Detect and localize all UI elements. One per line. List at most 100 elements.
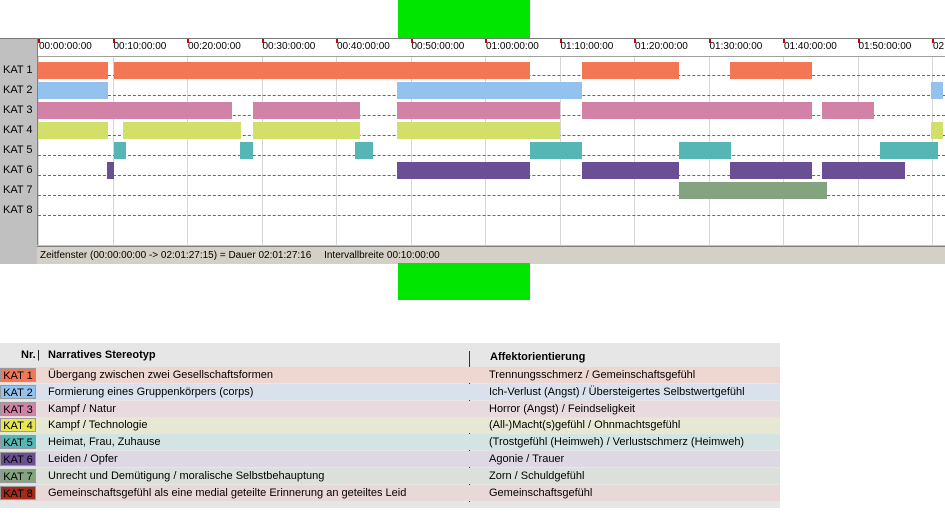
legend-header-separator: | — [37, 349, 40, 361]
category-row-line — [38, 215, 945, 216]
category-label: KAT 7 — [3, 184, 33, 196]
grid-line — [783, 57, 784, 245]
timeline-segment[interactable] — [679, 182, 828, 199]
legend-affekt: Ich-Verlust (Angst) / Übersteigertes Sel… — [489, 385, 745, 398]
status-bar: Zeitfenster (00:00:00:00 -> 02:01:27:15)… — [37, 246, 945, 264]
green-marker-top — [398, 0, 530, 38]
timeline-segment[interactable] — [123, 122, 241, 139]
category-badge: KAT 2 — [0, 384, 36, 399]
legend-row: KAT 1 Übergang zwischen zwei Gesellschaft… — [0, 367, 780, 383]
category-badge: KAT 1 — [0, 368, 36, 382]
timeline-segment[interactable] — [397, 162, 531, 179]
tick-mark — [559, 39, 562, 43]
legend-stereotyp: Heimat, Frau, Zuhause — [48, 436, 161, 449]
tick-label: 02 — [933, 41, 945, 52]
category-label: KAT 3 — [3, 104, 33, 116]
legend-affekt: (Trostgefühl (Heimweh) / Verlustschmerz … — [489, 436, 745, 449]
legend-header-nr: Nr. — [21, 349, 36, 361]
timeline-segment[interactable] — [397, 102, 561, 119]
tick-label: 00:00:00:00 — [39, 41, 92, 52]
timeline-segment[interactable] — [397, 82, 583, 99]
timeline-segment[interactable] — [239, 142, 254, 159]
timeline-segment[interactable] — [38, 82, 109, 99]
timeline-segment[interactable] — [582, 102, 813, 119]
legend-affekt: Agonie / Trauer — [489, 453, 565, 465]
timeline-segment[interactable] — [530, 142, 583, 159]
category-badge: KAT 5 — [0, 435, 36, 450]
category-badge: KAT 6 — [0, 452, 36, 466]
legend-affekt: Zorn / Schuldgefühl — [489, 469, 585, 482]
status-interval: Intervallbreite 00:10:00:00 — [324, 250, 440, 261]
timeline-plot[interactable]: 00:00:00:00 00:10:00:00 00:20:00:00 00:30:0… — [37, 39, 945, 245]
timeline-segment[interactable] — [253, 122, 361, 139]
timeline-segment[interactable] — [114, 142, 126, 159]
category-legend-table: Nr. | Narratives Stereotyp Affektorienti… — [0, 343, 780, 508]
time-ruler[interactable]: 00:00:00:00 00:10:00:00 00:20:00:00 00:30:0… — [38, 39, 945, 57]
tick-label: 01:40:00:00 — [784, 41, 837, 52]
timeline-segment[interactable] — [880, 142, 938, 159]
tick-label: 01:50:00:00 — [858, 41, 912, 52]
tick-label: 00:40:00:00 — [337, 41, 390, 52]
legend-affekt: Trennungsschmerz / Gemeinschaftsgefühl — [489, 369, 696, 381]
tick-mark — [261, 39, 264, 43]
legend-stereotyp: Übergang zwischen zwei Gesellschaftsform… — [48, 369, 273, 381]
tick-mark — [187, 39, 189, 43]
tick-label: 01:00:00:00 — [486, 41, 539, 52]
tick-label: 01:30:00:00 — [709, 41, 763, 52]
timeline-segment[interactable] — [582, 62, 680, 79]
legend-header-stereotyp: Narratives Stereotyp — [48, 349, 156, 361]
timeline-segment[interactable] — [822, 162, 906, 179]
timeline-segment[interactable] — [678, 142, 732, 159]
tick-label: 00:50:00:00 — [411, 41, 465, 52]
category-label: KAT 5 — [3, 144, 33, 156]
timeline-segment[interactable] — [113, 62, 531, 79]
timeline-segment[interactable] — [930, 122, 943, 139]
green-marker-bottom — [398, 263, 530, 300]
legend-row: KAT 2 Formierung eines Gruppenkörpers (co… — [0, 383, 780, 400]
timeline-segment[interactable] — [106, 162, 115, 179]
grid-line — [261, 57, 263, 245]
timeline-segment[interactable] — [355, 142, 373, 159]
tick-label: 00:20:00:00 — [188, 41, 241, 52]
tick-mark — [708, 39, 711, 43]
timeline-segment[interactable] — [930, 82, 943, 99]
tick-mark — [783, 39, 785, 43]
timeline-segment[interactable] — [253, 102, 361, 119]
timeline-segment[interactable] — [38, 102, 233, 119]
grid-line — [112, 57, 114, 245]
category-row-line — [38, 155, 945, 156]
tick-mark — [410, 39, 413, 43]
legend-stereotyp: Formierung eines Gruppenkörpers (corps) — [48, 385, 254, 398]
legend-row: KAT 7 Unrecht und Demütigung / moralische… — [0, 467, 780, 484]
tick-mark — [38, 39, 40, 43]
legend-stereotyp: Unrecht und Demütigung / moralische Selb… — [48, 469, 325, 482]
category-label: KAT 6 — [3, 164, 33, 176]
timeline-segment[interactable] — [397, 122, 561, 139]
grid-line — [410, 57, 412, 245]
timeline-segment[interactable] — [729, 162, 813, 179]
timeline-segment[interactable] — [822, 102, 875, 119]
category-label: KAT 4 — [3, 124, 33, 136]
legend-affekt: Horror (Angst) / Feindseligkeit — [489, 402, 636, 415]
tick-mark — [336, 39, 338, 43]
tick-label: 00:10:00:00 — [113, 41, 167, 52]
legend-stereotyp: Leiden / Opfer — [48, 453, 118, 465]
timeline-segment[interactable] — [38, 62, 109, 79]
status-window: Zeitfenster (00:00:00:00 -> 02:01:27:15)… — [40, 250, 312, 261]
legend-row: KAT 6 Leiden / Opfer Agonie / Trauer — [0, 451, 780, 467]
tick-mark — [112, 39, 115, 43]
tick-label: 01:20:00:00 — [635, 41, 688, 52]
tick-label: 00:30:00:00 — [262, 41, 316, 52]
timeline-segment[interactable] — [729, 62, 813, 79]
category-badge: KAT 3 — [0, 401, 36, 416]
grid-line — [38, 57, 39, 245]
timeline-segment[interactable] — [38, 122, 109, 139]
timeline-segment[interactable] — [582, 162, 680, 179]
grid-line — [187, 57, 188, 245]
category-badge: KAT 7 — [0, 468, 36, 483]
